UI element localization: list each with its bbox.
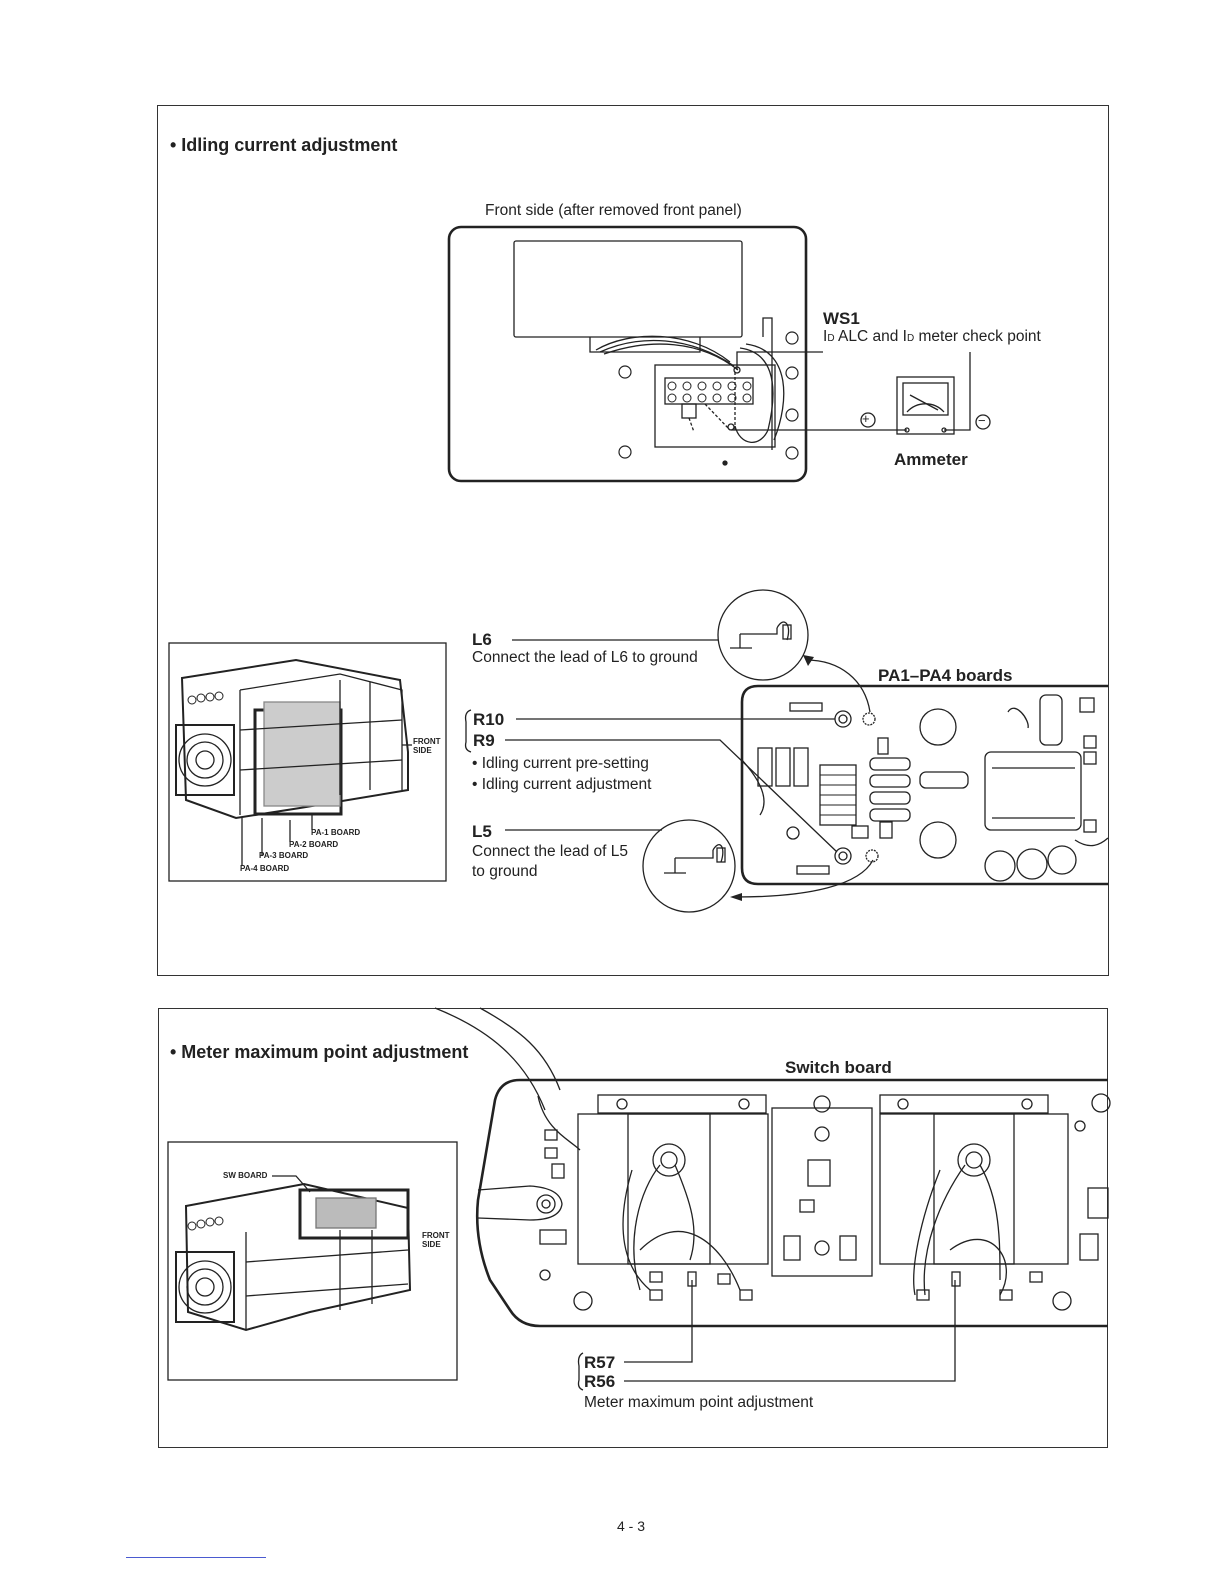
inset2-sw-board-label: SW BOARD: [223, 1171, 268, 1180]
inset1-pa4-label: PA-4 BOARD: [240, 864, 290, 873]
meter-max-heading: • Meter maximum point adjustment: [170, 1042, 469, 1062]
meter-max-panel: [158, 1008, 1108, 1448]
footer-link-rule: [126, 1557, 266, 1558]
ws1-label: WS1: [823, 309, 860, 328]
inset2-drawing: [167, 1141, 458, 1381]
inset2-front-side-line1: FRONT: [422, 1231, 450, 1240]
r56-label: R56: [584, 1372, 616, 1391]
l6-description: Connect the lead of L6 to ground: [472, 649, 698, 666]
pa-boards-label: PA1–PA4 boards: [878, 666, 1013, 685]
inset1-front-side-line1: FRONT: [413, 737, 441, 746]
inset1-front-side-line2: SIDE: [413, 746, 432, 755]
inset1-pa2-label: PA-2 BOARD: [289, 840, 339, 849]
idling-presetting-note: • Idling current pre-setting: [472, 755, 649, 772]
inset1-pa3-label: PA-3 BOARD: [259, 851, 309, 860]
page-number: 4 - 3: [617, 1518, 646, 1534]
r10-label: R10: [473, 710, 505, 729]
ammeter-label: Ammeter: [894, 450, 968, 469]
r57-label: R57: [584, 1353, 616, 1372]
idling-current-panel: [157, 105, 1109, 976]
l5-magnifier: [505, 819, 874, 913]
switch-board-label: Switch board: [785, 1058, 892, 1077]
pa-board-drawing: [464, 684, 1109, 886]
ammeter-drawing: [731, 351, 991, 435]
l6-label: L6: [472, 630, 492, 649]
l5-description-line1: Connect the lead of L5: [472, 843, 628, 860]
l6-magnifier: [512, 589, 871, 713]
inset1-pa1-label: PA-1 BOARD: [311, 828, 361, 837]
idling-current-heading: • Idling current adjustment: [170, 135, 398, 155]
meter-max-description: Meter maximum point adjustment: [584, 1394, 814, 1411]
switch-board-drawing: [434, 1007, 1111, 1391]
front-side-caption: Front side (after removed front panel): [485, 202, 742, 219]
l5-label: L5: [472, 822, 492, 841]
minus-terminal: −: [978, 413, 986, 428]
ws1-description: ID ALC and ID meter check point: [823, 328, 1041, 345]
inset2-front-side-line2: SIDE: [422, 1240, 441, 1249]
front-chassis-drawing: [447, 225, 808, 483]
plus-terminal: +: [862, 411, 870, 426]
l5-description-line2: to ground: [472, 863, 538, 880]
idling-adjustment-note: • Idling current adjustment: [472, 776, 652, 793]
inset1-drawing: [168, 642, 447, 882]
r9-label: R9: [473, 731, 495, 750]
